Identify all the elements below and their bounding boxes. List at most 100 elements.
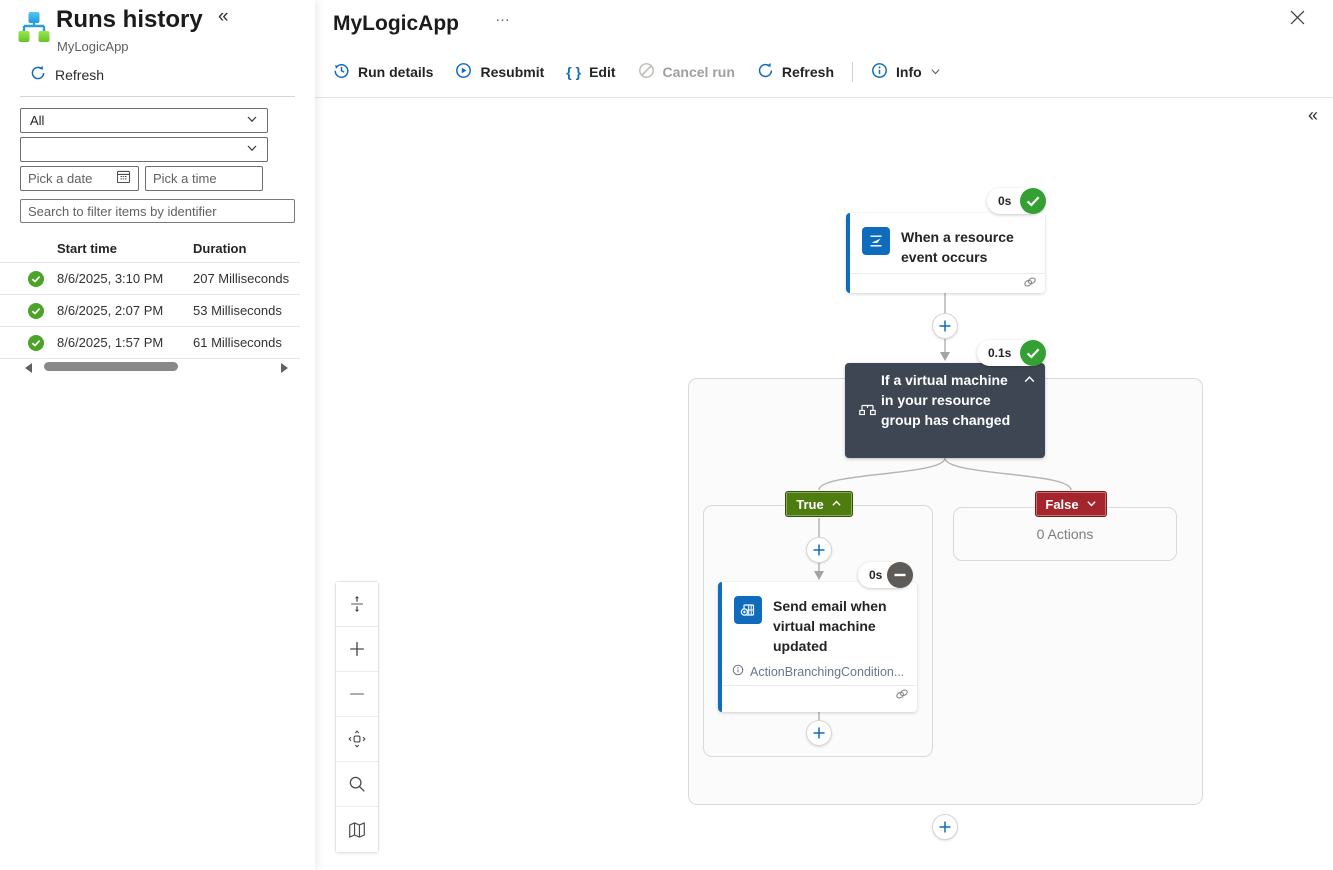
search-button[interactable] xyxy=(336,762,378,807)
overflow-menu-icon[interactable]: … xyxy=(495,8,511,25)
event-grid-icon xyxy=(862,227,890,255)
refresh-run-button[interactable]: Refresh xyxy=(757,62,834,82)
run-duration: 61 Milliseconds xyxy=(193,335,282,350)
refresh-label: Refresh xyxy=(55,66,105,83)
zoom-out-button[interactable] xyxy=(336,672,378,717)
table-row[interactable]: 8/6/2025, 1:57 PM 61 Milliseconds xyxy=(0,327,300,359)
date-picker-field[interactable] xyxy=(20,166,139,191)
false-branch-empty-text: 0 Actions xyxy=(1036,526,1094,542)
trigger-status-badge: 0s xyxy=(987,188,1046,214)
true-branch-label[interactable]: True xyxy=(785,491,853,517)
condition-branch-icon xyxy=(858,401,877,425)
chevron-down-icon xyxy=(930,64,941,80)
status-filter-value: All xyxy=(30,113,45,128)
canvas-controls xyxy=(335,581,379,853)
runs-search-input[interactable] xyxy=(28,203,287,219)
run-details-button[interactable]: Run details xyxy=(333,62,433,82)
info-button[interactable]: Info xyxy=(871,62,941,82)
chevron-down-icon xyxy=(1086,497,1097,512)
runs-table-header: Start time Duration xyxy=(0,234,300,263)
refresh-runs-button[interactable]: Refresh xyxy=(30,65,104,84)
minimap-button[interactable] xyxy=(336,807,378,852)
run-duration: 53 Milliseconds xyxy=(193,303,282,318)
canvas-collapse-icon[interactable]: « xyxy=(1307,105,1318,125)
resubmit-play-icon xyxy=(455,62,472,82)
chevron-down-icon xyxy=(246,142,258,157)
insert-step-button[interactable] xyxy=(932,814,958,840)
edit-button[interactable]: { } Edit xyxy=(566,64,616,80)
panel-title: Runs history xyxy=(56,6,203,33)
success-status-icon xyxy=(1020,340,1046,366)
workflow-canvas[interactable]: « 0 Actions Wh xyxy=(315,98,1333,870)
info-icon xyxy=(732,664,744,679)
action-card[interactable]: Send email when virtual machine updated … xyxy=(718,582,917,712)
col-duration: Duration xyxy=(193,240,247,256)
table-row[interactable]: 8/6/2025, 3:10 PM 207 Milliseconds xyxy=(0,263,300,295)
date-picker-input[interactable] xyxy=(28,171,116,186)
cancel-run-button: Cancel run xyxy=(638,62,735,82)
time-picker-field[interactable] xyxy=(145,166,263,191)
action-status-badge: 0s xyxy=(858,562,913,588)
search-field[interactable] xyxy=(20,199,295,223)
runs-table: Start time Duration 8/6/2025, 3:10 PM 20… xyxy=(0,234,300,375)
connection-icon xyxy=(1023,275,1037,293)
insert-step-button[interactable] xyxy=(806,720,832,746)
trigger-duration: 0s xyxy=(998,194,1012,208)
insert-step-button[interactable] xyxy=(806,537,832,563)
trigger-card[interactable]: When a resource event occurs xyxy=(846,213,1045,293)
action-note-text: ActionBranchingCondition... xyxy=(750,664,905,679)
runs-history-panel: Runs history « MyLogicApp Refresh All xyxy=(0,0,315,870)
success-status-icon xyxy=(1020,188,1046,214)
zoom-in-button[interactable] xyxy=(336,627,378,672)
toolbar-divider xyxy=(852,62,854,82)
scroll-right-icon[interactable] xyxy=(281,363,288,373)
time-picker-input[interactable] xyxy=(153,171,255,186)
resubmit-button[interactable]: Resubmit xyxy=(455,62,544,82)
condition-status-badge: 0.1s xyxy=(977,340,1046,366)
condition-title: If a virtual machine in your resource gr… xyxy=(881,372,1011,428)
condition-duration: 0.1s xyxy=(988,346,1012,360)
panel-subtitle: MyLogicApp xyxy=(57,39,129,54)
trigger-title: When a resource event occurs xyxy=(901,229,1014,265)
fit-to-window-button[interactable] xyxy=(336,582,378,627)
card-accent-bar xyxy=(718,582,722,712)
insert-step-button[interactable] xyxy=(932,313,958,339)
condition-card[interactable]: If a virtual machine in your resource gr… xyxy=(845,363,1045,458)
run-start-time: 8/6/2025, 1:57 PM xyxy=(57,335,164,350)
run-start-time: 8/6/2025, 2:07 PM xyxy=(57,303,164,318)
pan-mode-button[interactable] xyxy=(336,717,378,762)
divider xyxy=(20,96,295,97)
action-card-footer xyxy=(718,685,917,707)
action-title: Send email when virtual machine updated xyxy=(773,598,887,654)
run-toolbar: Run details Resubmit { } Edit xyxy=(333,62,941,82)
secondary-filter-dropdown[interactable] xyxy=(20,137,268,162)
card-accent-bar xyxy=(846,213,850,293)
page-title: MyLogicApp xyxy=(333,12,459,35)
run-duration: 207 Milliseconds xyxy=(193,271,290,286)
false-branch-label[interactable]: False xyxy=(1035,491,1107,517)
refresh-icon xyxy=(30,65,46,84)
chevron-up-icon[interactable] xyxy=(1023,373,1036,391)
info-icon xyxy=(871,62,888,82)
close-icon[interactable] xyxy=(1290,10,1306,26)
status-filter-dropdown[interactable]: All xyxy=(20,108,268,133)
action-duration: 0s xyxy=(869,568,883,582)
refresh-icon xyxy=(757,62,774,82)
action-note: ActionBranchingCondition... xyxy=(718,662,917,685)
trigger-card-footer xyxy=(846,273,1045,293)
history-clock-icon xyxy=(333,62,350,82)
outlook-icon xyxy=(734,596,762,624)
table-row[interactable]: 8/6/2025, 2:07 PM 53 Milliseconds xyxy=(0,295,300,327)
panel-collapse-icon[interactable]: « xyxy=(218,6,229,27)
logic-app-icon xyxy=(16,10,52,51)
chevron-up-icon xyxy=(831,497,842,512)
horizontal-scrollbar[interactable] xyxy=(0,359,300,375)
workflow-connectors xyxy=(814,293,1072,721)
col-start-time: Start time xyxy=(57,240,117,256)
chevron-down-icon xyxy=(246,113,258,128)
scrollbar-thumb[interactable] xyxy=(44,362,178,371)
success-status-icon xyxy=(28,334,44,351)
skipped-status-icon xyxy=(887,562,913,588)
scroll-left-icon[interactable] xyxy=(25,363,32,373)
calendar-icon[interactable] xyxy=(116,169,131,189)
